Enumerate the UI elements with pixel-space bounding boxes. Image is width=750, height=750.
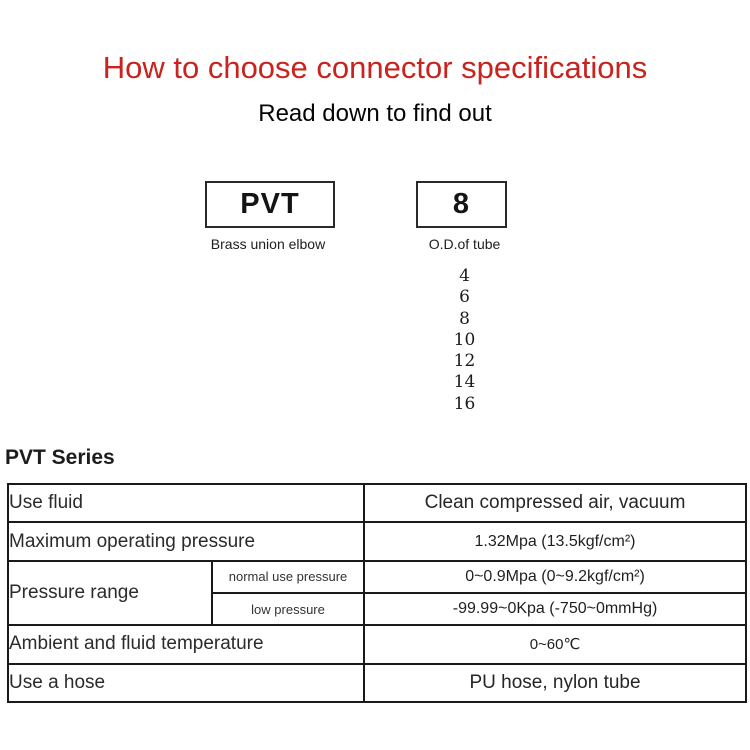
- series-heading: PVT Series: [5, 446, 115, 469]
- spec-label-ambient-temp: Ambient and fluid temperature: [6, 624, 366, 665]
- tube-size-box: 8: [416, 181, 507, 228]
- tube-size-option: 4: [459, 266, 470, 286]
- page-subtitle: Read down to find out: [258, 100, 492, 127]
- table-row: Use a hose PU hose, nylon tube: [6, 662, 748, 703]
- spec-sublabel-normal-pressure: normal use pressure: [210, 559, 366, 594]
- spec-sublabel-low-pressure: low pressure: [210, 591, 366, 627]
- spec-value-ambient-temp: 0~60℃: [363, 624, 748, 665]
- spec-value-low-pressure: -99.99~0Kpa (-750~0mmHg): [363, 591, 748, 627]
- model-prefix-box: PVT: [205, 181, 335, 228]
- spec-label-use-fluid: Use fluid: [6, 482, 366, 524]
- tube-size-option: 16: [453, 393, 476, 414]
- spec-value-max-pressure: 1.32Mpa (13.5kgf/cm²): [363, 521, 748, 562]
- spec-table: Use fluid Clean compressed air, vacuum M…: [6, 482, 748, 703]
- tube-size-option: 10: [453, 329, 476, 350]
- tube-size-options-list: 4 6 8 10 12 14 16: [401, 266, 528, 415]
- model-prefix-caption: Brass union elbow: [210, 236, 326, 252]
- table-row: Maximum operating pressure 1.32Mpa (13.5…: [6, 521, 748, 562]
- spec-value-normal-pressure: 0~0.9Mpa (0~9.2kgf/cm²): [363, 559, 748, 594]
- tube-size-option: 8: [459, 308, 470, 329]
- tube-size-caption: O.D.of tube: [428, 236, 501, 252]
- table-row: Use fluid Clean compressed air, vacuum: [6, 482, 748, 524]
- table-row: Pressure range normal use pressure 0~0.9…: [7, 559, 748, 627]
- page-title: How to choose connector specifications: [102, 50, 648, 85]
- tube-size-code: 8: [452, 188, 471, 220]
- spec-label-max-pressure: Maximum operating pressure: [6, 521, 366, 562]
- spec-value-use-fluid: Clean compressed air, vacuum: [363, 482, 748, 524]
- spec-label-pressure-range: Pressure range: [7, 559, 213, 627]
- tube-size-option: 6: [459, 287, 470, 308]
- table-row: low pressure -99.99~0Kpa (-750~0mmHg): [8, 591, 748, 627]
- spec-label-hose: Use a hose: [6, 662, 366, 703]
- tube-size-option: 12: [453, 351, 476, 372]
- spec-value-hose: PU hose, nylon tube: [363, 662, 748, 703]
- model-prefix-code: PVT: [240, 188, 300, 220]
- table-row: Ambient and fluid temperature 0~60℃: [6, 624, 748, 665]
- tube-size-option: 14: [453, 372, 476, 393]
